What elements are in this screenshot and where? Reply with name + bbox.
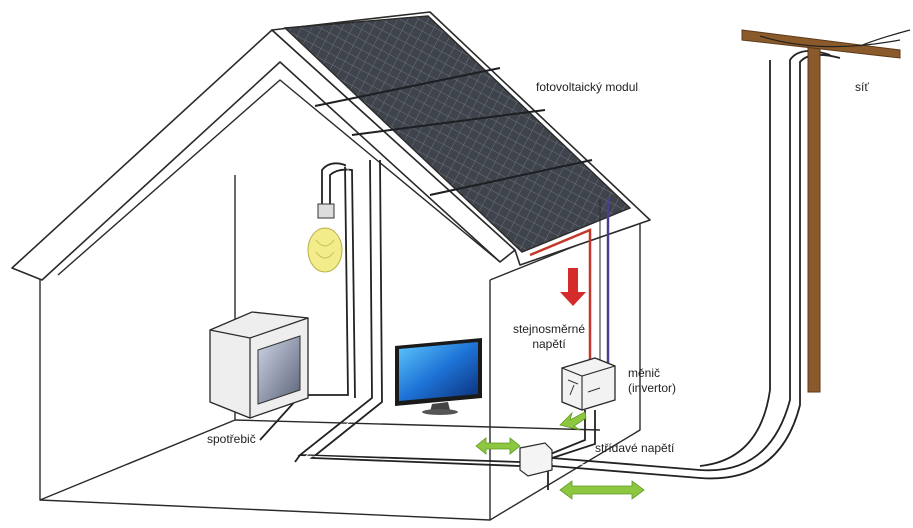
dc-arrow <box>560 268 586 306</box>
inverter <box>561 357 616 411</box>
label-grid: síť <box>855 80 869 94</box>
ac-wiring-inner <box>305 159 521 465</box>
grid-cable-inner <box>551 61 796 475</box>
dc-plus-wire <box>529 228 592 372</box>
light-bulb <box>307 203 343 273</box>
utility-pole <box>741 29 911 393</box>
label-dc-voltage-2: napětí <box>532 337 566 351</box>
house-floor-back <box>39 419 601 501</box>
label-inverter-1: měnič <box>628 366 661 380</box>
oven <box>209 311 309 419</box>
ac-flow-arrows <box>475 411 645 500</box>
label-dc-voltage-1: stejnosměrné <box>512 322 586 336</box>
label-inverter-2: (invertor) <box>628 381 677 395</box>
solar-panel <box>283 15 632 253</box>
ac-wiring <box>259 159 596 490</box>
house-inner-gable <box>57 79 501 276</box>
junction-box <box>519 442 553 477</box>
television <box>395 338 482 415</box>
label-ac-voltage: střídavé napětí <box>595 441 675 455</box>
label-pv-module: fotovoltaický modul <box>536 80 639 94</box>
label-appliance: spotřebič <box>207 432 256 446</box>
house-left-wall <box>39 275 491 521</box>
